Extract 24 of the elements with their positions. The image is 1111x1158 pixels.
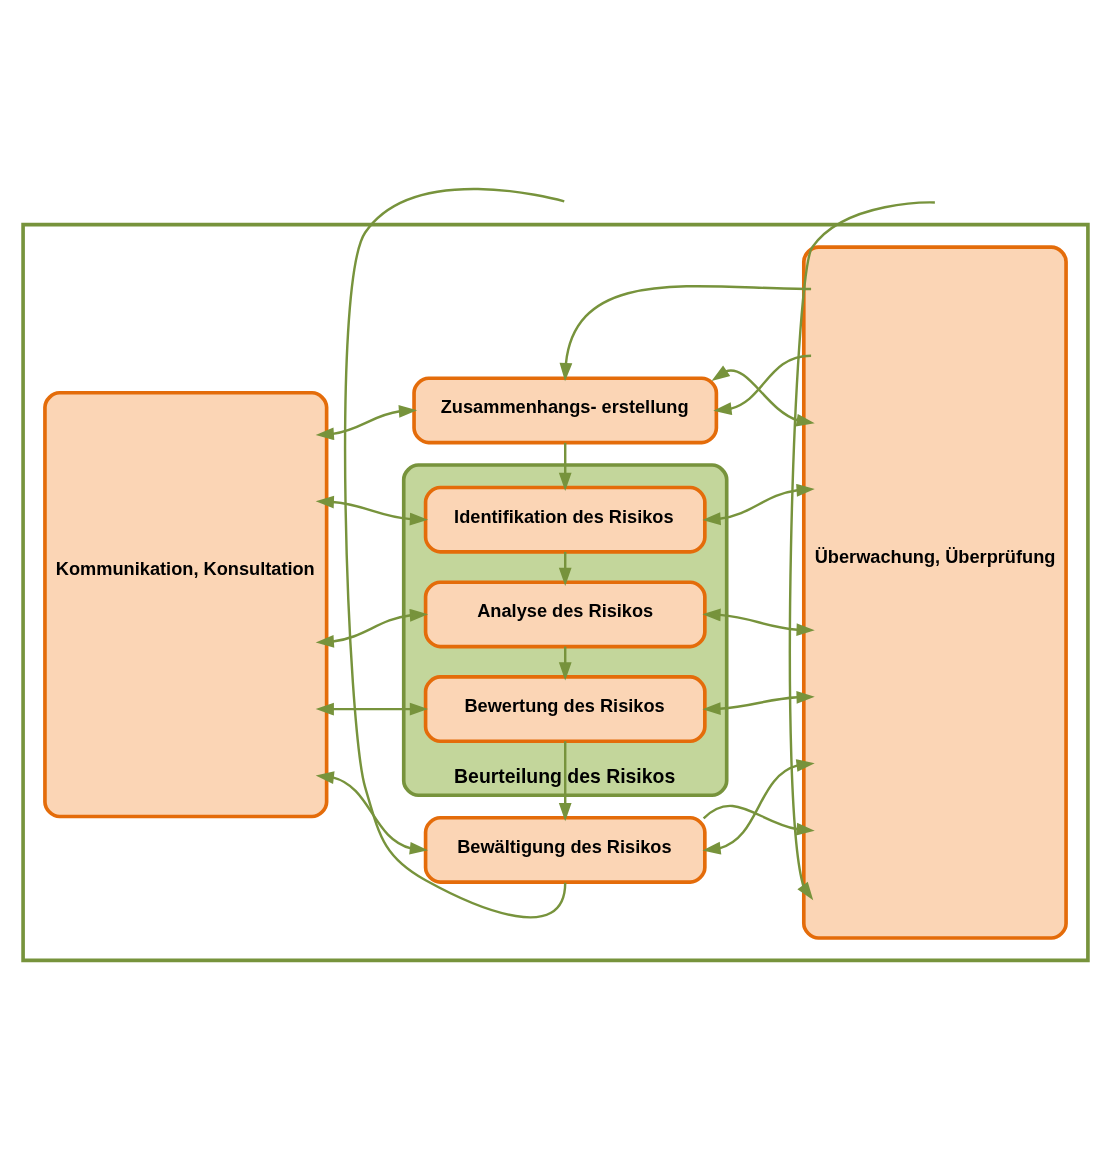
node-box: Kommunikation, Konsultation: [43, 390, 329, 818]
arrow: [702, 483, 815, 525]
node-box: Identifikation des Risikos: [423, 485, 707, 554]
arrow: [702, 690, 815, 715]
node-box: Bewertung des Risikos: [423, 674, 707, 743]
arrow: [315, 770, 429, 855]
node-box: Analyse des Risikos: [423, 579, 707, 648]
arrow: [702, 804, 815, 836]
arrow: [315, 495, 429, 525]
arrow: [713, 354, 812, 415]
arrow: [702, 608, 815, 636]
arrow: [558, 740, 572, 821]
node-box: Bewältigung des Risikos: [423, 815, 707, 884]
arrow: [702, 758, 815, 854]
arrow: [315, 404, 418, 440]
arrow: [559, 284, 812, 381]
arrow: [315, 702, 429, 715]
arrow: [788, 200, 935, 900]
arrow: [558, 442, 572, 491]
cluster: [21, 222, 1090, 962]
node-box: Zusammenhangs- erstellung: [412, 375, 719, 444]
arrow: [711, 364, 815, 427]
node-box: Überwachung, Überprüfung: [801, 244, 1068, 940]
arrow: [315, 608, 429, 648]
